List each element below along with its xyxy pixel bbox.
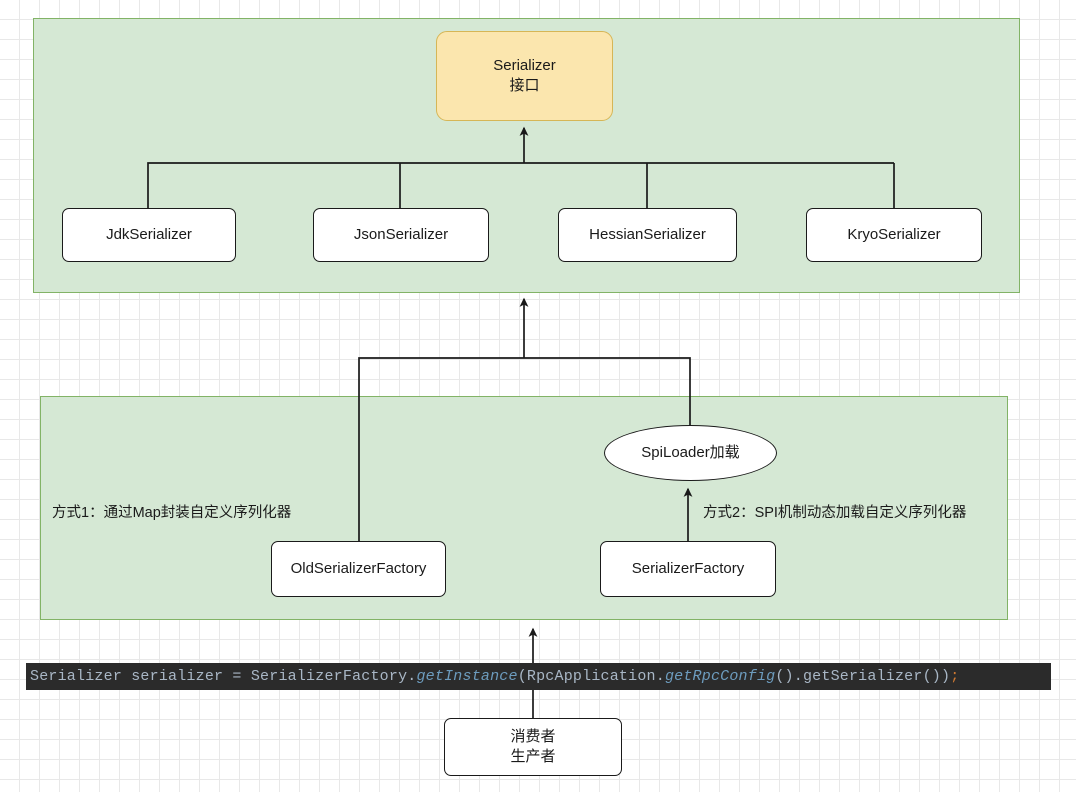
code-token-2: serializer [131, 668, 224, 685]
code-token-6: getInstance [416, 668, 518, 685]
code-token-5: . [407, 668, 417, 685]
node-serializer-factory[interactable]: SerializerFactory [600, 541, 776, 597]
node-consumer-producer[interactable]: 消费者 生产者 [444, 718, 622, 776]
code-token-13: getSerializer [802, 668, 923, 685]
code-token-12: . [793, 668, 803, 685]
code-token-7: ( [517, 668, 527, 685]
label-way-2-spi-dynamic: 方式2：SPI机制动态加载自定义序列化器 [703, 505, 967, 521]
node-kryo-serializer[interactable]: KryoSerializer [806, 208, 982, 262]
code-token-11: () [775, 668, 794, 685]
code-token-15: ; [950, 668, 960, 685]
label-way-1-map-wrapper: 方式1：通过Map封装自定义序列化器 [52, 505, 292, 521]
node-old-serializer-factory[interactable]: OldSerializerFactory [271, 541, 446, 597]
code-token-1 [122, 668, 131, 685]
code-token-0: Serializer [30, 668, 123, 685]
node-jdk-serializer[interactable]: JdkSerializer [62, 208, 236, 262]
node-json-serializer[interactable]: JsonSerializer [313, 208, 489, 262]
node-spi-loader[interactable]: SpiLoader加载 [604, 425, 777, 481]
code-token-8: RpcApplication [526, 668, 656, 685]
code-token-10: getRpcConfig [664, 668, 776, 685]
node-serializer-interface[interactable]: Serializer 接口 [436, 31, 613, 121]
code-token-14: ()) [922, 668, 951, 685]
code-token-4: SerializerFactory [250, 668, 408, 685]
code-snippet-banner: Serializer serializer = SerializerFactor… [26, 663, 1051, 690]
code-token-3: = [223, 668, 251, 685]
node-hessian-serializer[interactable]: HessianSerializer [558, 208, 737, 262]
code-token-9: . [655, 668, 665, 685]
